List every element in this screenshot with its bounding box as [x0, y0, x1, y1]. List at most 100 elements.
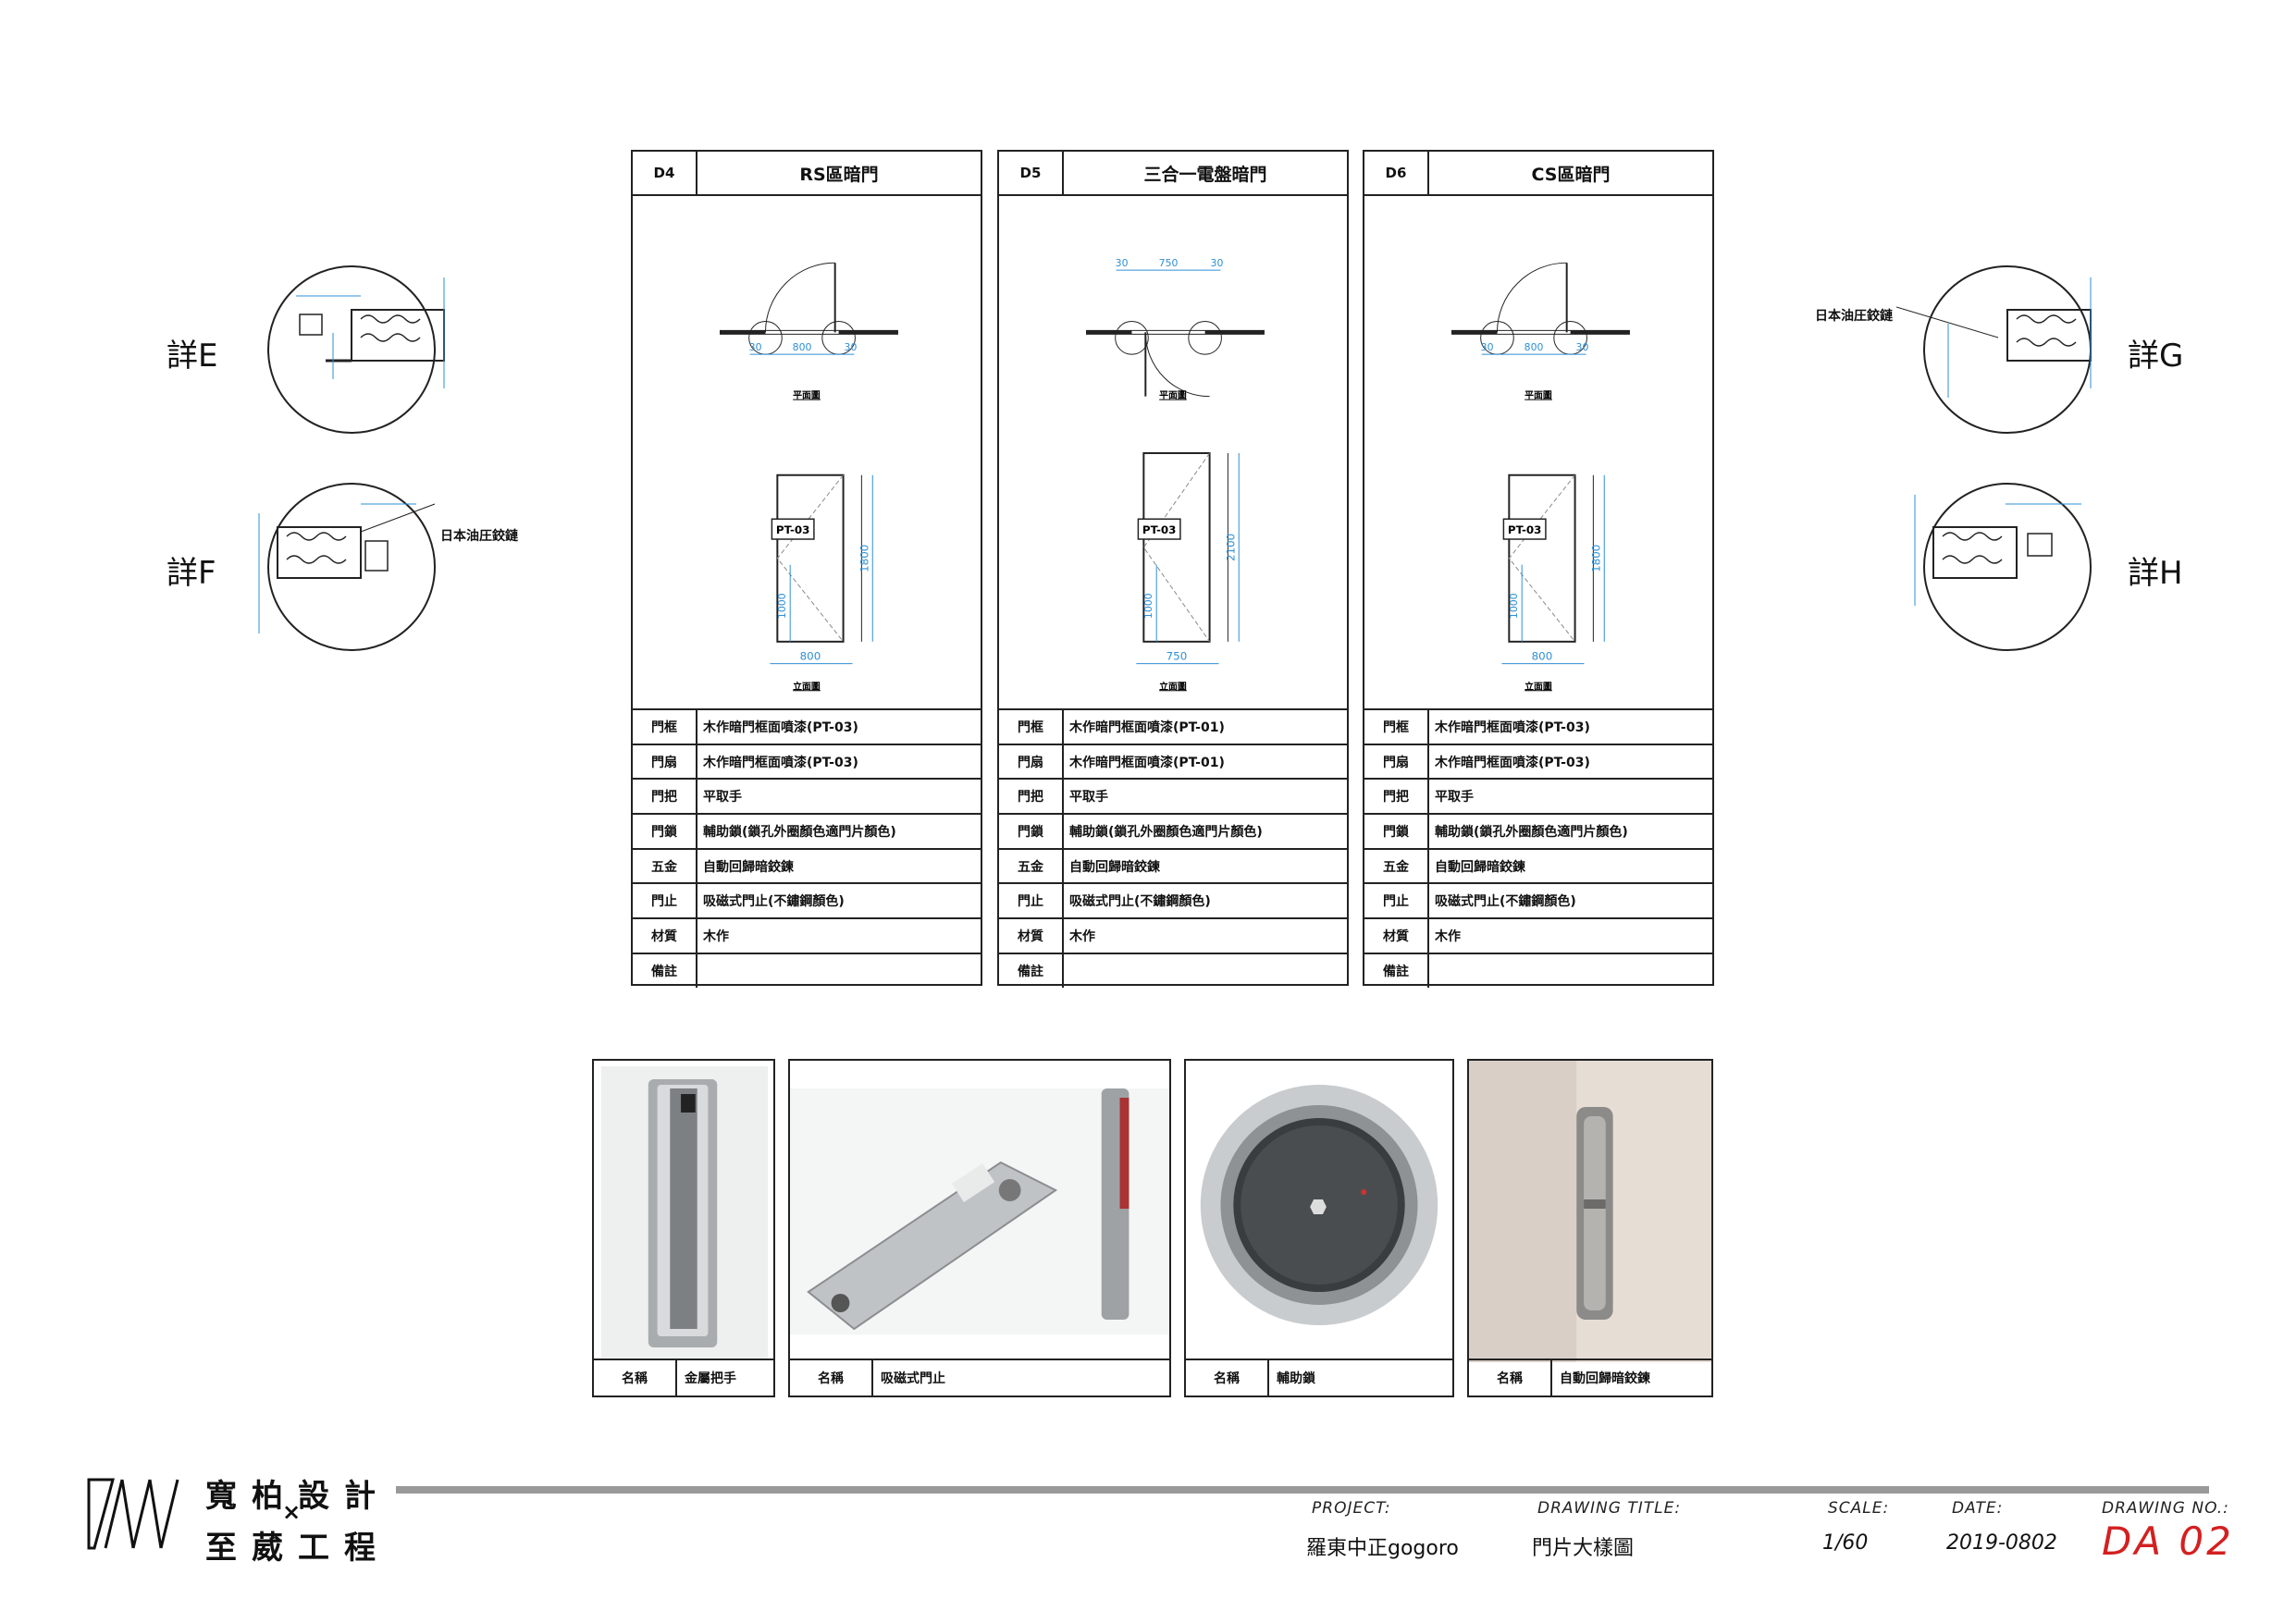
spec-row: 門止吸磁式門止(不鏽鋼顏色) [999, 882, 1347, 918]
plan-dimension-1: 30 [1481, 341, 1494, 353]
spec-row: 五金自動回歸暗鉸鍊 [999, 847, 1347, 883]
spec-row: 材質木作 [999, 917, 1347, 953]
spec-row: 門框木作暗門框面噴漆(PT-03) [633, 708, 981, 744]
plan-dimension-2: 800 [1524, 341, 1544, 353]
pt-tag-box [771, 518, 815, 540]
photo-caption-value: 吸磁式門止 [881, 1371, 945, 1386]
spec-label: 門扇 [1364, 744, 1429, 779]
photo-handle [594, 1061, 773, 1362]
logo-cross: × [282, 1499, 302, 1525]
spec-label: 門把 [999, 780, 1064, 814]
spec-label: 五金 [999, 849, 1064, 883]
spec-value [1064, 954, 1347, 988]
spec-row: 材質木作 [633, 917, 981, 953]
drawing-title-value: 門片大樣圖 [1532, 1537, 1635, 1560]
spec-value: 平取手 [1069, 790, 1108, 805]
spec-row: 門框木作暗門框面噴漆(PT-01) [999, 708, 1347, 744]
photo-card-handle: 名稱 金屬把手 [592, 1059, 775, 1397]
photo-caption-key: 名稱 [594, 1360, 677, 1396]
plan-dimension-3: 30 [1576, 341, 1589, 353]
plan-dimension-3: 30 [1211, 257, 1224, 269]
pt-tag-text: PT-03 [1142, 523, 1176, 536]
photo-hinge [1469, 1061, 1711, 1362]
spec-value: 木作 [1069, 928, 1095, 944]
panel-header: D4 RS區暗門 [633, 152, 981, 196]
photo-card-lock: 名稱 輔助鎖 [1184, 1059, 1454, 1397]
date-value: 2019-0802 [1946, 1531, 2057, 1555]
spec-value: 自動回歸暗鉸鍊 [1435, 859, 1525, 875]
spec-value: 平取手 [703, 790, 742, 805]
plan-swing-arc [764, 262, 835, 333]
elevation-view-label: 立面圖 [793, 680, 821, 692]
elevation-door-frame [1142, 452, 1211, 643]
door-name: RS區暗門 [799, 164, 879, 185]
spec-value: 木作 [1435, 928, 1461, 944]
detail-f-circle [258, 483, 436, 651]
drawing-title-label: DRAWING TITLE: [1537, 1499, 1682, 1518]
spec-label: 門框 [999, 710, 1064, 744]
spec-label: 門鎖 [1364, 815, 1429, 848]
spec-value: 自動回歸暗鉸鍊 [1069, 859, 1160, 875]
hinge-callout-g: 日本油圧鉸鏈 [1815, 309, 1893, 324]
spec-label: 門把 [633, 780, 697, 814]
panel-header: D5 三合一電盤暗門 [999, 152, 1347, 196]
date-label: DATE: [1952, 1499, 2004, 1518]
spec-row: 門扇木作暗門框面噴漆(PT-03) [1364, 743, 1712, 779]
pt-tag-text: PT-03 [776, 523, 809, 536]
spec-label: 五金 [633, 849, 697, 883]
spec-value: 吸磁式門止(不鏽鋼顏色) [1435, 894, 1576, 910]
scale-label: SCALE: [1828, 1499, 1890, 1518]
elevation-width-text: 800 [1532, 650, 1553, 663]
photo-caption: 名稱 輔助鎖 [1186, 1359, 1452, 1396]
spec-table: 門框木作暗門框面噴漆(PT-01)門扇木作暗門框面噴漆(PT-01)門把平取手門… [999, 708, 1347, 988]
hinge-callout-f: 日本油圧鉸鏈 [440, 529, 518, 544]
spec-label: 門止 [1364, 884, 1429, 918]
photo-caption: 名稱 吸磁式門止 [790, 1359, 1169, 1396]
spec-label: 五金 [1364, 849, 1429, 883]
spec-value [1429, 954, 1712, 988]
spec-label: 門框 [1364, 710, 1429, 744]
detail-g-label: 詳G [2128, 338, 2184, 375]
elevation-swing-mark [1508, 474, 1575, 643]
photo-lock [1186, 1061, 1452, 1362]
plan-swing-arc [1496, 262, 1567, 333]
project-value: 羅東中正gogoro [1306, 1537, 1459, 1560]
photo-card-hinge: 名稱 自動回歸暗鉸鍊 [1467, 1059, 1713, 1397]
spec-table: 門框木作暗門框面噴漆(PT-03)門扇木作暗門框面噴漆(PT-03)門把平取手門… [1364, 708, 1712, 988]
spec-value: 輔助鎖(鎖孔外圈顏色適門片顏色) [703, 824, 896, 840]
photo-caption: 名稱 自動回歸暗鉸鍊 [1469, 1359, 1711, 1396]
handle-height-text: 1000 [1142, 593, 1154, 619]
elevation-swing-mark [1142, 452, 1210, 643]
spec-row: 門止吸磁式門止(不鏽鋼顏色) [1364, 882, 1712, 918]
spec-label: 材質 [633, 919, 697, 953]
spec-row: 備註 [633, 952, 981, 988]
plan-view-label: 平面圖 [793, 390, 821, 401]
photo-card-doorstop: 名稱 吸磁式門止 [788, 1059, 1171, 1397]
panel-header: D6 CS區暗門 [1364, 152, 1712, 196]
elevation-view-label: 立面圖 [1159, 680, 1187, 692]
spec-value: 木作暗門框面噴漆(PT-03) [703, 755, 858, 770]
spec-row: 門把平取手 [633, 778, 981, 814]
spec-value: 輔助鎖(鎖孔外圈顏色適門片顏色) [1069, 824, 1263, 840]
plan-dimension-3: 30 [845, 341, 858, 353]
detail-e-label: 詳E [167, 338, 218, 375]
project-label: PROJECT: [1312, 1499, 1391, 1518]
elevation-height-text: 1800 [1589, 545, 1602, 572]
photo-caption-key: 名稱 [1186, 1360, 1269, 1396]
elevation-width-text: 750 [1167, 650, 1188, 663]
spec-label: 備註 [633, 953, 697, 988]
spec-value: 平取手 [1435, 790, 1474, 805]
spec-row: 備註 [1364, 952, 1712, 988]
photo-doorstop [790, 1061, 1169, 1362]
spec-value: 自動回歸暗鉸鍊 [703, 859, 794, 875]
spec-row: 門止吸磁式門止(不鏽鋼顏色) [633, 882, 981, 918]
spec-row: 備註 [999, 952, 1347, 988]
